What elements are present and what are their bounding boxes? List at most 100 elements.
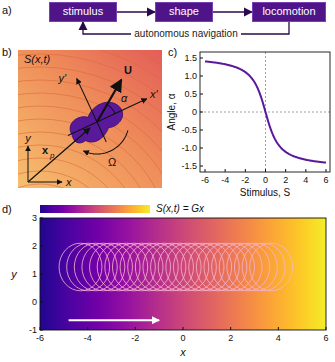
tick bbox=[40, 302, 43, 303]
contour-line bbox=[18, 50, 162, 188]
tick bbox=[200, 166, 203, 167]
axis-title: y bbox=[11, 268, 17, 281]
contour-line bbox=[18, 50, 162, 188]
tick bbox=[278, 327, 279, 330]
tick-label: -4 bbox=[84, 333, 92, 343]
panel-letter: a) bbox=[2, 4, 12, 17]
tick-label: 2 bbox=[32, 241, 37, 251]
lab-y-axis bbox=[28, 146, 29, 182]
axis-name: y' bbox=[58, 72, 66, 85]
box-label: stimulus bbox=[63, 5, 103, 18]
axis-title: Angle, α bbox=[166, 94, 178, 131]
contour-line bbox=[18, 50, 162, 188]
contour-line bbox=[18, 50, 162, 188]
tick-label: 0.5 bbox=[184, 89, 197, 99]
tick bbox=[40, 218, 43, 219]
tick bbox=[265, 169, 266, 172]
rotation-name: Ω bbox=[108, 156, 116, 169]
tick bbox=[200, 148, 203, 149]
contour-line bbox=[18, 80, 162, 188]
axis-title: Stimulus, S bbox=[240, 187, 291, 199]
tick bbox=[305, 169, 306, 172]
tick bbox=[200, 112, 203, 113]
tick-label: 2 bbox=[228, 333, 233, 343]
drift-arrow bbox=[69, 319, 160, 321]
tick-label: -1 bbox=[29, 325, 37, 335]
axis-title: x bbox=[180, 346, 186, 359]
tick-label: 1 bbox=[32, 269, 37, 279]
plot-frame bbox=[200, 52, 330, 172]
tick bbox=[200, 94, 203, 95]
contour-line bbox=[18, 54, 162, 188]
contour-line bbox=[18, 171, 119, 188]
box-label: locomotion bbox=[262, 5, 315, 18]
vector-name: x bbox=[42, 144, 48, 157]
trajectory-loop bbox=[250, 243, 293, 291]
axis-name: x bbox=[66, 176, 72, 189]
subscript: p bbox=[50, 151, 54, 160]
tick bbox=[326, 327, 327, 330]
panel-letter: c) bbox=[168, 46, 177, 59]
tick bbox=[135, 327, 136, 330]
tick-label: 4 bbox=[276, 333, 281, 343]
tick bbox=[245, 169, 246, 172]
field-label: S(x,t) bbox=[24, 53, 50, 66]
tick bbox=[200, 76, 203, 77]
tick-label: 3 bbox=[32, 213, 37, 223]
lab-x-axis bbox=[28, 182, 62, 183]
contour-line bbox=[18, 50, 162, 188]
panel-letter: b) bbox=[2, 46, 12, 59]
tick bbox=[326, 169, 327, 172]
tick-label: -1.0 bbox=[181, 143, 197, 153]
tick-label: 6 bbox=[323, 175, 328, 185]
contour-line bbox=[18, 50, 162, 188]
contour-lines bbox=[18, 50, 162, 188]
tick bbox=[200, 58, 203, 59]
tick bbox=[225, 169, 226, 172]
contour-line bbox=[18, 50, 162, 188]
tick-label: 1.5 bbox=[184, 53, 197, 63]
vector-name: U bbox=[124, 64, 132, 77]
tick-label: 2 bbox=[283, 175, 288, 185]
tick-label: -2 bbox=[131, 333, 139, 343]
process-box: shape bbox=[155, 2, 213, 22]
tick bbox=[87, 327, 88, 330]
tick-label: 1.0 bbox=[184, 71, 197, 81]
tick bbox=[205, 169, 206, 172]
colorbar-label: S(x,t) = Gx bbox=[156, 203, 204, 215]
axis-name: x' bbox=[150, 88, 158, 101]
tick-label: -6 bbox=[36, 333, 44, 343]
position-vector bbox=[28, 128, 90, 182]
contour-line bbox=[18, 67, 162, 188]
tick-label: 0 bbox=[32, 297, 37, 307]
response-curve bbox=[205, 61, 326, 162]
process-box: locomotion bbox=[252, 2, 326, 22]
swimmer bbox=[48, 55, 161, 164]
tick-label: 0 bbox=[180, 333, 185, 343]
tick-label: -1.5 bbox=[181, 161, 197, 171]
angle-arc bbox=[107, 103, 115, 115]
tick bbox=[40, 274, 43, 275]
box-label: shape bbox=[169, 5, 199, 18]
angle-name: α bbox=[121, 92, 127, 105]
body-y-axis bbox=[77, 78, 107, 141]
process-box: stimulus bbox=[49, 2, 117, 22]
contour-line bbox=[18, 184, 106, 188]
flow-arrow bbox=[213, 11, 252, 12]
panel-letter: d) bbox=[2, 203, 12, 216]
tick-label: 6 bbox=[323, 333, 328, 343]
tick bbox=[285, 169, 286, 172]
field-map bbox=[40, 218, 326, 330]
tick bbox=[200, 130, 203, 131]
tick-label: 0 bbox=[192, 107, 197, 117]
tick bbox=[183, 327, 184, 330]
tick bbox=[40, 246, 43, 247]
tick bbox=[40, 330, 43, 331]
edge-label: autonomous navigation bbox=[131, 28, 240, 40]
tick-label: -0.5 bbox=[181, 125, 197, 135]
tick-label: 0 bbox=[263, 175, 268, 185]
tick-label: -2 bbox=[241, 175, 249, 185]
colorbar bbox=[40, 205, 150, 213]
contour-line bbox=[18, 50, 162, 188]
